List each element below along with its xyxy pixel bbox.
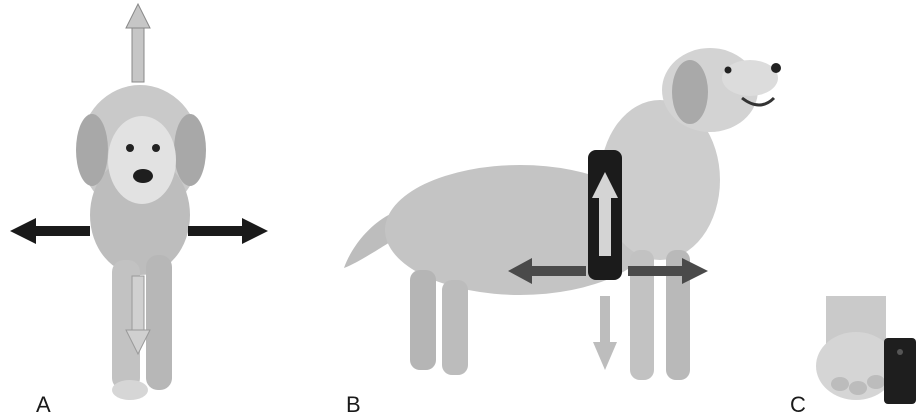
sensor-device	[884, 338, 916, 404]
panel-a: A	[0, 0, 290, 412]
panel-label-b: B	[346, 392, 361, 418]
panel-label-a: A	[36, 392, 51, 418]
panel-b: B	[330, 0, 800, 412]
dog-front-view	[0, 0, 290, 412]
dog-side-view	[330, 0, 800, 412]
down-arrow-icon	[593, 296, 617, 370]
panel-label-c: C	[790, 392, 806, 418]
right-arrow-icon	[188, 218, 268, 244]
paw-with-device	[800, 0, 916, 412]
left-arrow-icon	[10, 218, 90, 244]
panel-c: C	[800, 0, 916, 412]
up-arrow-icon	[126, 4, 150, 82]
